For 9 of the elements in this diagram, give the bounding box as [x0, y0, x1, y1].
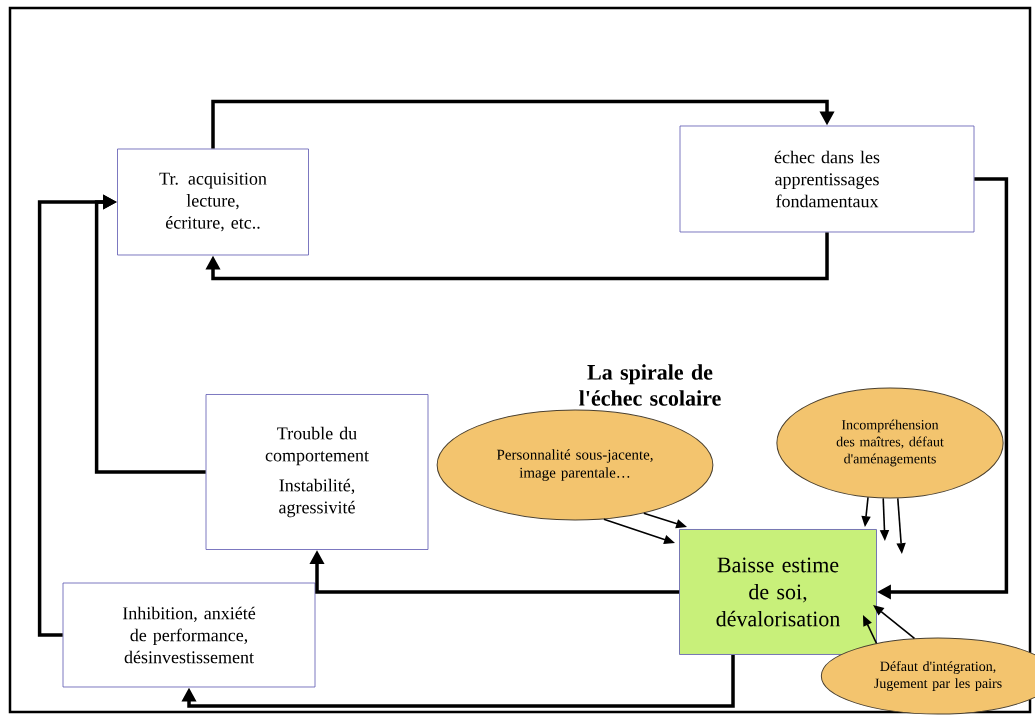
- label-text: La spirale de l'échec scolaire: [579, 364, 721, 406]
- arrow: [181, 654, 735, 708]
- process-box: Inhibition, anxiété de performance, désinvestissement: [62, 582, 316, 688]
- process-box: échec dans les apprentissages fondamentaux: [679, 125, 975, 233]
- arrow: [205, 232, 829, 281]
- arrow: [211, 99, 835, 149]
- process-box: Tr. acquisition lecture, écriture, etc..: [117, 148, 309, 256]
- process-box: Trouble du comportement Instabilité, agressivité: [205, 394, 429, 550]
- process-box: Baisse estime de soi, dévalorisation: [679, 529, 877, 655]
